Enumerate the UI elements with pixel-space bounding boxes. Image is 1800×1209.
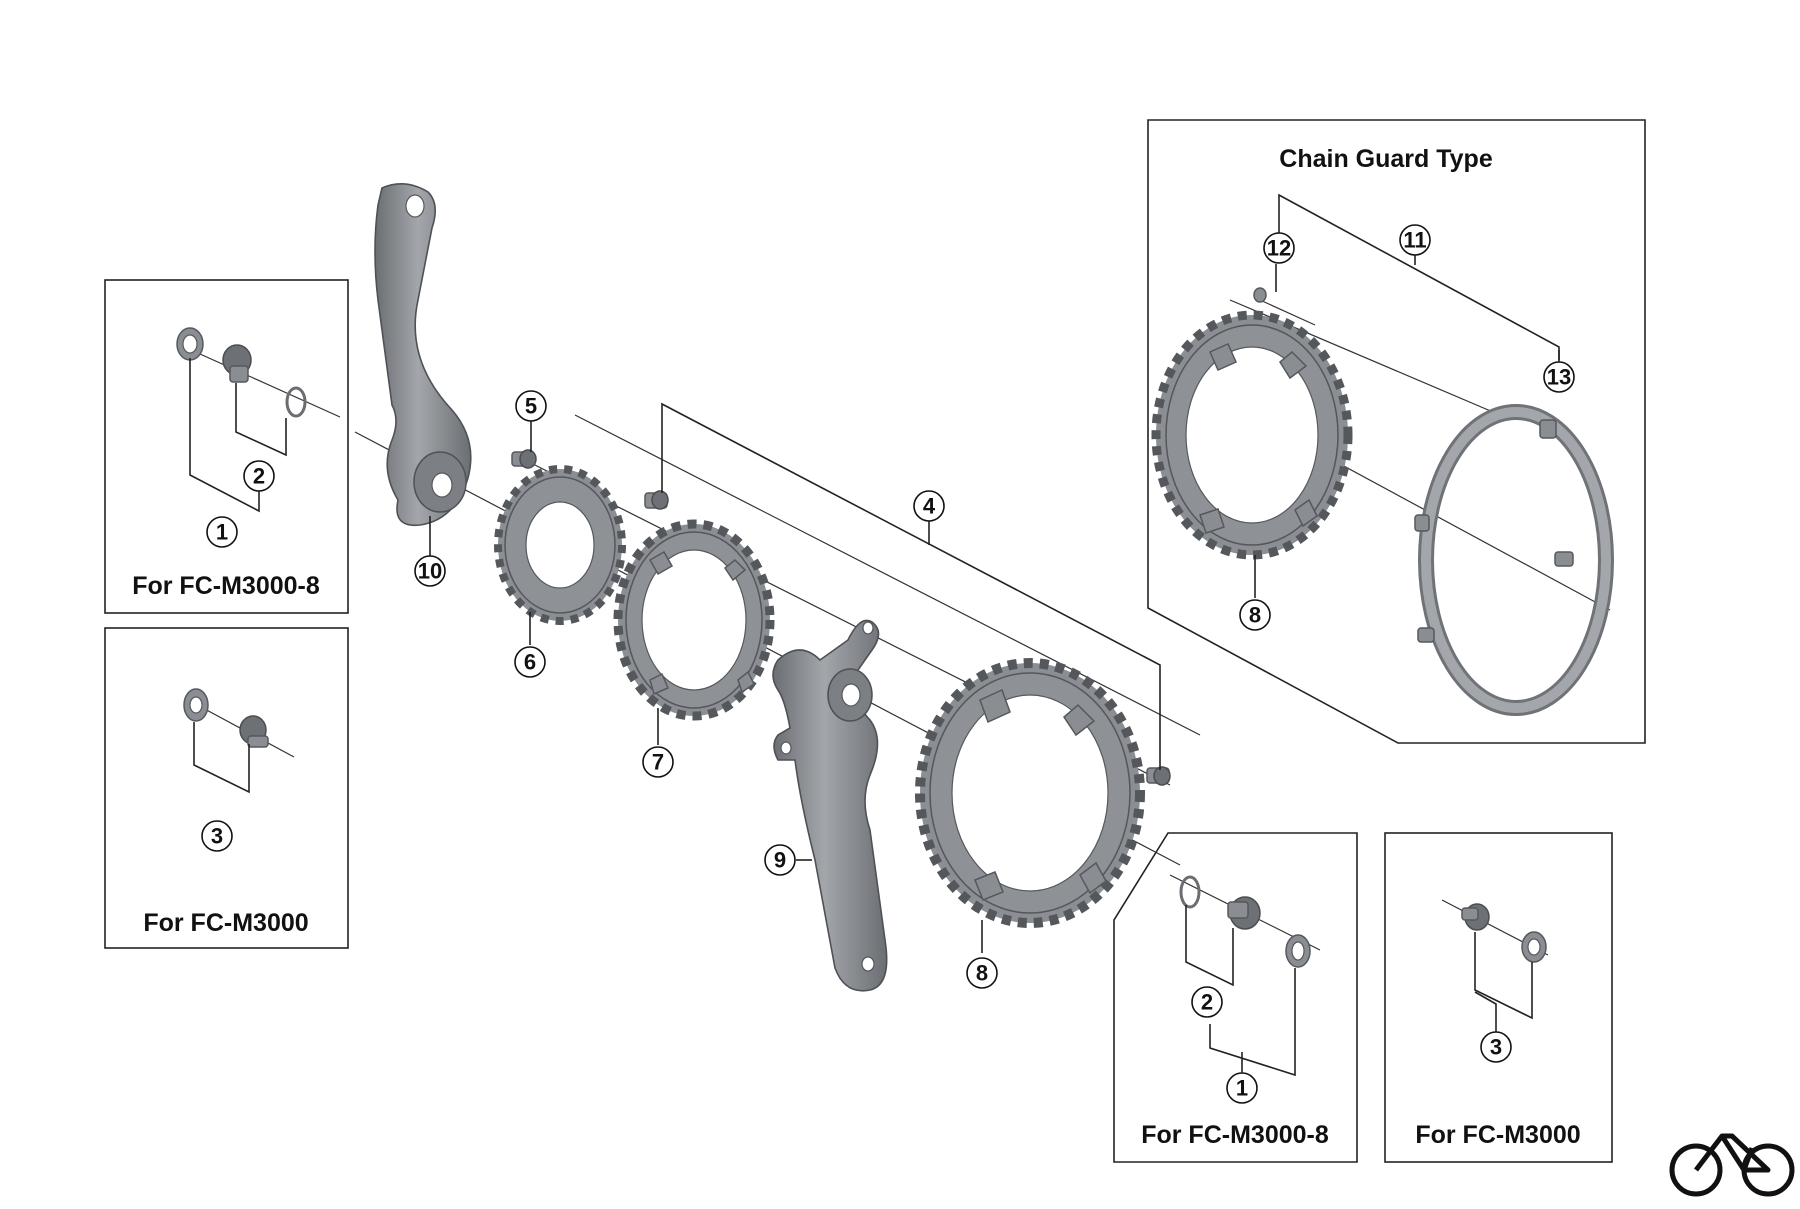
label-left-fc-m3000: For FC-M3000 xyxy=(143,909,308,937)
callout-5: 5 xyxy=(515,390,547,422)
chainring-large xyxy=(915,658,1145,953)
svg-text:12: 12 xyxy=(1267,236,1291,261)
chain-guard-title: Chain Guard Type xyxy=(1279,145,1493,173)
label-right-fc-m3000-8: For FC-M3000-8 xyxy=(1141,1121,1329,1149)
callout-4: 4 xyxy=(913,490,945,522)
callout-6: 6 xyxy=(514,646,546,678)
callout-8-main: 8 xyxy=(966,957,998,989)
svg-text:1: 1 xyxy=(1236,1076,1248,1101)
svg-text:7: 7 xyxy=(652,750,664,775)
svg-text:6: 6 xyxy=(524,650,536,675)
chain-guard-parts xyxy=(1151,310,1614,716)
callout-8-chain-guard: 8 xyxy=(1239,599,1271,631)
callout-2-left: 2 xyxy=(243,460,275,492)
box-left-fc-m3000-8 xyxy=(104,279,349,614)
svg-text:11: 11 xyxy=(1403,228,1426,253)
right-box-parts xyxy=(1169,874,1547,1077)
callout-3-right: 3 xyxy=(1480,1031,1512,1063)
svg-text:1: 1 xyxy=(216,520,228,545)
box-left-fc-m3000 xyxy=(104,627,349,949)
svg-text:3: 3 xyxy=(211,824,223,849)
label-right-fc-m3000: For FC-M3000 xyxy=(1415,1121,1580,1149)
chainring-small xyxy=(494,465,626,645)
svg-text:4: 4 xyxy=(923,494,936,519)
callout-1-right: 1 xyxy=(1226,1072,1258,1104)
callout-1-left: 1 xyxy=(206,516,238,548)
bicycle-icon xyxy=(1669,1133,1795,1197)
callout-3-left: 3 xyxy=(201,820,233,852)
box-chain-guard-type xyxy=(1147,119,1646,744)
left-box-parts xyxy=(176,327,307,794)
box-right-fc-m3000 xyxy=(1384,832,1613,1163)
bolt-parts xyxy=(511,264,1277,786)
svg-text:13: 13 xyxy=(1547,365,1571,390)
callout-9: 9 xyxy=(764,844,796,876)
svg-text:8: 8 xyxy=(1249,603,1261,628)
callout-7: 7 xyxy=(642,746,674,778)
right-crank-arm xyxy=(772,619,888,992)
svg-text:8: 8 xyxy=(976,961,988,986)
box-right-fc-m3000-8 xyxy=(1113,832,1358,1163)
callout-10: 10 xyxy=(414,555,446,587)
chainring-medium xyxy=(613,519,775,745)
callout-11: 11 xyxy=(1399,224,1431,256)
svg-text:10: 10 xyxy=(418,559,442,584)
callout-13: 13 xyxy=(1543,361,1575,393)
left-crank-arm xyxy=(374,183,472,557)
svg-text:2: 2 xyxy=(1201,990,1213,1015)
bracket-lines xyxy=(661,193,1560,770)
svg-text:2: 2 xyxy=(253,464,265,489)
callout-12: 12 xyxy=(1263,232,1295,264)
svg-text:9: 9 xyxy=(774,848,786,873)
svg-text:3: 3 xyxy=(1490,1035,1502,1060)
svg-text:5: 5 xyxy=(525,394,537,419)
label-left-fc-m3000-8: For FC-M3000-8 xyxy=(132,572,320,600)
callout-2-right: 2 xyxy=(1191,986,1223,1018)
